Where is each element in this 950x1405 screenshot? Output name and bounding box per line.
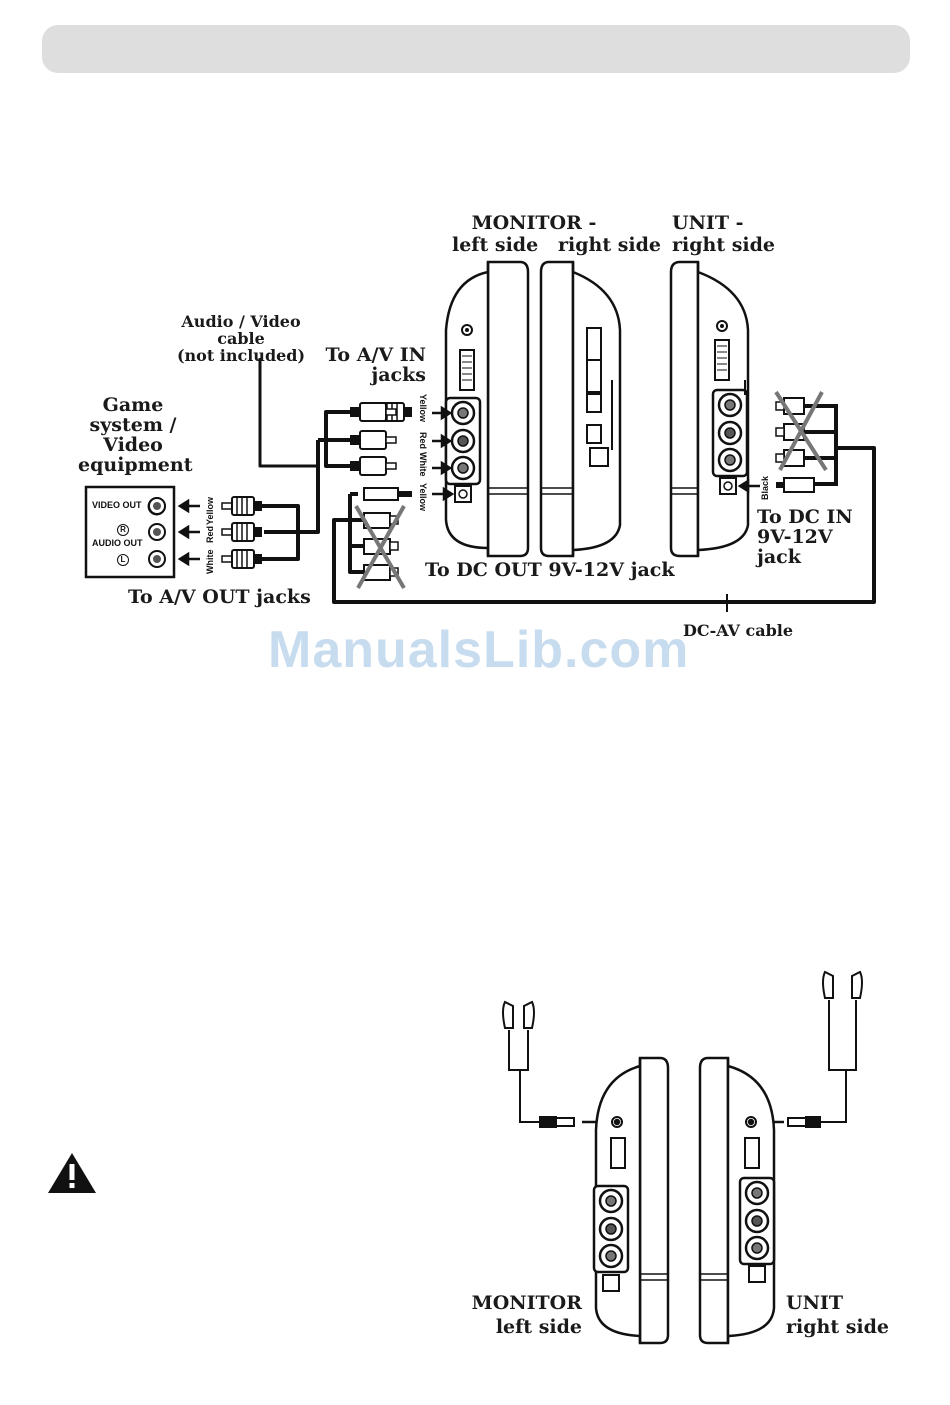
monitor-plug-white: White xyxy=(418,452,428,477)
monitor-left-side-label: MONITOR left side xyxy=(471,1292,582,1338)
unit-right-side-bottom xyxy=(698,1056,776,1345)
game-system-panel xyxy=(84,485,176,579)
watermark: ManualsLib.com xyxy=(268,621,690,679)
unit-side-label: right side xyxy=(672,234,776,256)
page-header-bar xyxy=(42,25,910,73)
monitor-plug-red: Red xyxy=(418,432,428,450)
plug-color-yellow: Yellow xyxy=(205,496,215,525)
to-dc-out-label: To DC OUT 9V-12V jack xyxy=(425,559,675,581)
unit-title: UNIT - xyxy=(672,212,744,234)
av-cable xyxy=(258,358,350,561)
monitor-dc-plugs xyxy=(354,487,412,590)
dc-av-cable-label: DC-AV cable xyxy=(683,621,794,640)
to-dc-in-label: To DC IN 9V-12V jack xyxy=(757,506,853,568)
monitor-title: MONITOR - xyxy=(471,212,597,234)
headphones-right xyxy=(787,970,863,1128)
dc-av-cable xyxy=(332,446,876,612)
plug-color-white: White xyxy=(205,549,215,575)
unit-side-plugs xyxy=(774,390,838,493)
l-mark: L xyxy=(117,554,129,566)
unit-jacks xyxy=(711,320,749,495)
arrows-to-av-out xyxy=(177,498,200,567)
monitor-plug-yellow-dc: Yellow xyxy=(418,483,428,512)
monitor-sides-label: left side right side xyxy=(452,234,662,256)
plug-color-red: Red xyxy=(205,525,215,543)
left-rca-plugs xyxy=(221,496,263,569)
av-cable-label: Audio / Video cable (not included) xyxy=(176,312,306,365)
monitor-av-in-plugs xyxy=(350,402,413,476)
warning-triangle-icon xyxy=(48,1153,96,1193)
r-mark: R xyxy=(117,524,129,536)
arrow-to-dc-in xyxy=(737,478,760,494)
monitor-left-side-bottom xyxy=(592,1056,670,1345)
arrows-to-av-in xyxy=(432,405,455,502)
unit-right-side-label: UNIT right side xyxy=(786,1292,890,1338)
to-av-in-label: To A/V IN jacks xyxy=(325,344,426,386)
video-out-label: VIDEO OUT xyxy=(92,500,142,510)
monitor-right-side xyxy=(539,260,622,558)
black-plug-label: Black xyxy=(760,475,770,500)
monitor-plug-yellow: Yellow xyxy=(418,394,428,423)
game-system-label: Game system / Video equipment xyxy=(78,394,193,476)
audio-out-label: AUDIO OUT xyxy=(92,538,143,548)
to-av-out-label: To A/V OUT jacks xyxy=(128,586,311,608)
headphones-left xyxy=(502,1000,575,1128)
monitor-left-jacks xyxy=(444,324,482,503)
